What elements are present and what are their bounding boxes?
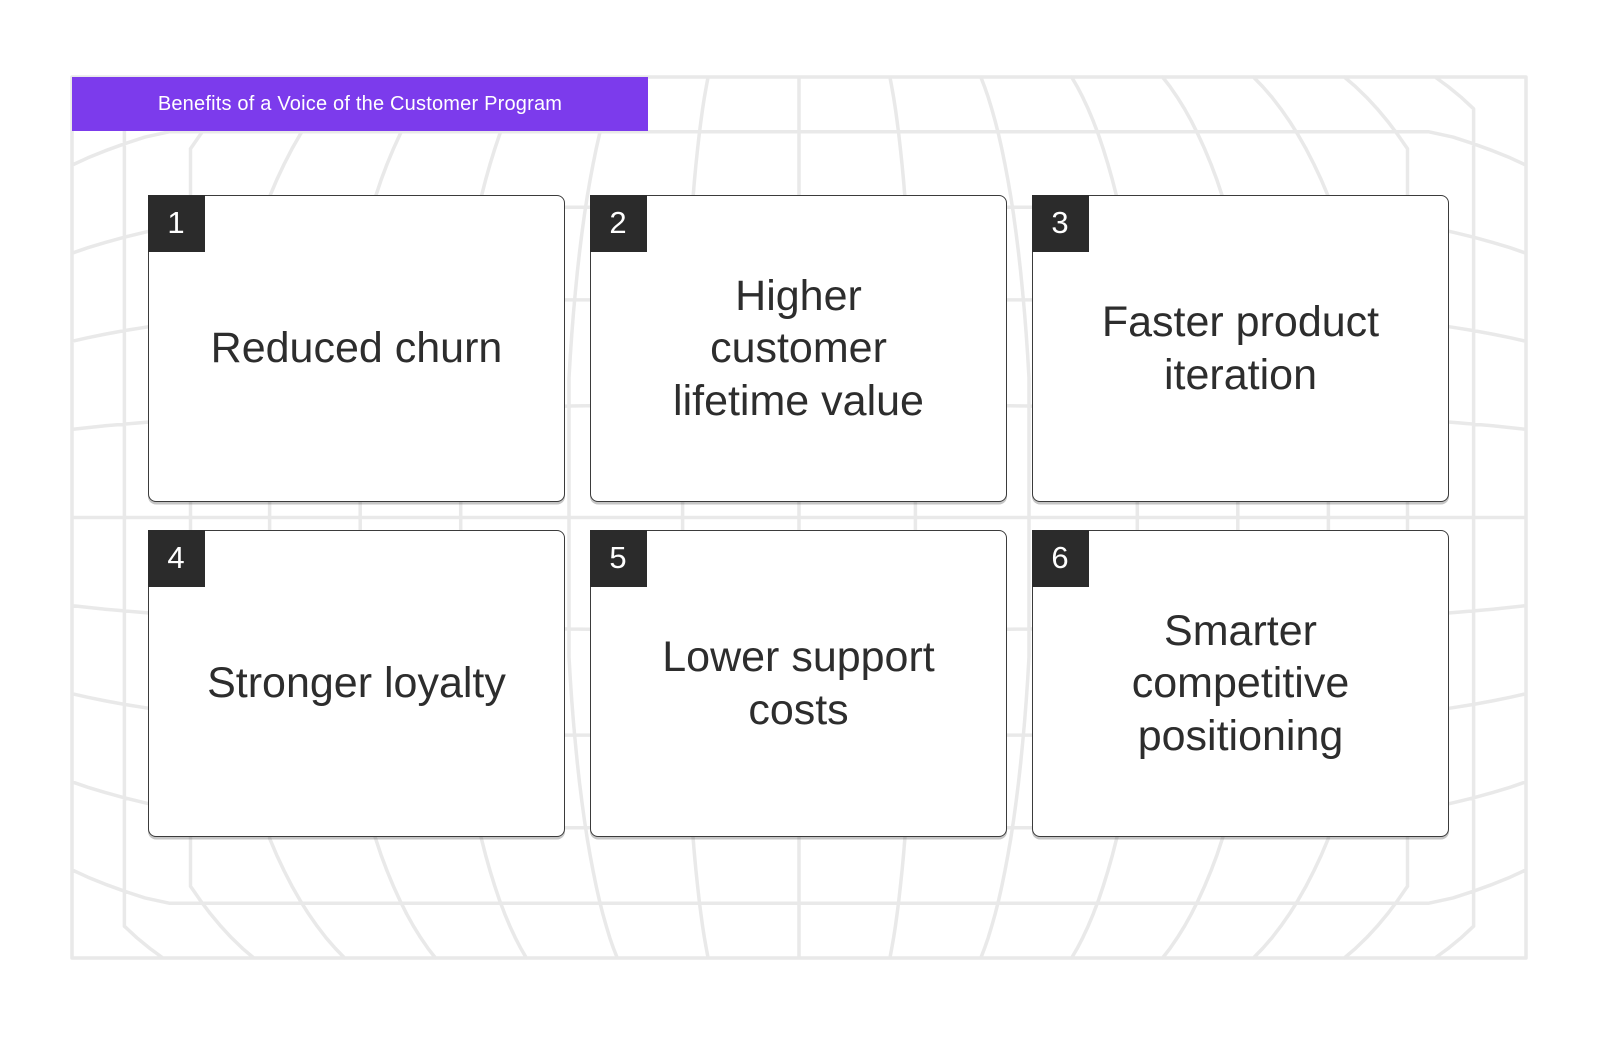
page-title: Benefits of a Voice of the Customer Prog…	[157, 92, 563, 115]
benefit-label: Faster product iteration	[1101, 298, 1380, 399]
card-number-badge: 2	[589, 194, 647, 252]
card-number: 3	[1051, 205, 1069, 240]
card-number: 6	[1051, 540, 1069, 575]
benefit-card-4: 4 Stronger loyalty	[147, 529, 565, 837]
benefit-card-2: 2 Higher customer lifetime value	[589, 194, 1007, 502]
benefits-grid: 1 Reduced churn 2 Higher customer lifeti…	[147, 194, 1449, 837]
benefit-card-3: 3 Faster product iteration	[1031, 194, 1449, 502]
card-number: 5	[609, 540, 627, 575]
benefit-label: Stronger loyalty	[207, 659, 506, 708]
card-number-badge: 6	[1031, 529, 1089, 587]
benefit-label: Lower support costs	[662, 633, 935, 734]
card-number-badge: 5	[589, 529, 647, 587]
card-number: 1	[167, 205, 185, 240]
card-number-badge: 4	[147, 529, 205, 587]
title-banner: Benefits of a Voice of the Customer Prog…	[72, 77, 648, 131]
benefit-label: Reduced churn	[210, 324, 503, 373]
benefit-card-1: 1 Reduced churn	[147, 194, 565, 502]
card-number-badge: 3	[1031, 194, 1089, 252]
card-number: 4	[167, 540, 185, 575]
benefit-card-6: 6 Smarter competitive positioning	[1031, 529, 1449, 837]
benefit-label: Smarter competitive positioning	[1131, 606, 1350, 760]
card-number: 2	[609, 205, 627, 240]
card-number-badge: 1	[147, 194, 205, 252]
benefit-card-5: 5 Lower support costs	[589, 529, 1007, 837]
benefit-label: Higher customer lifetime value	[673, 271, 924, 425]
